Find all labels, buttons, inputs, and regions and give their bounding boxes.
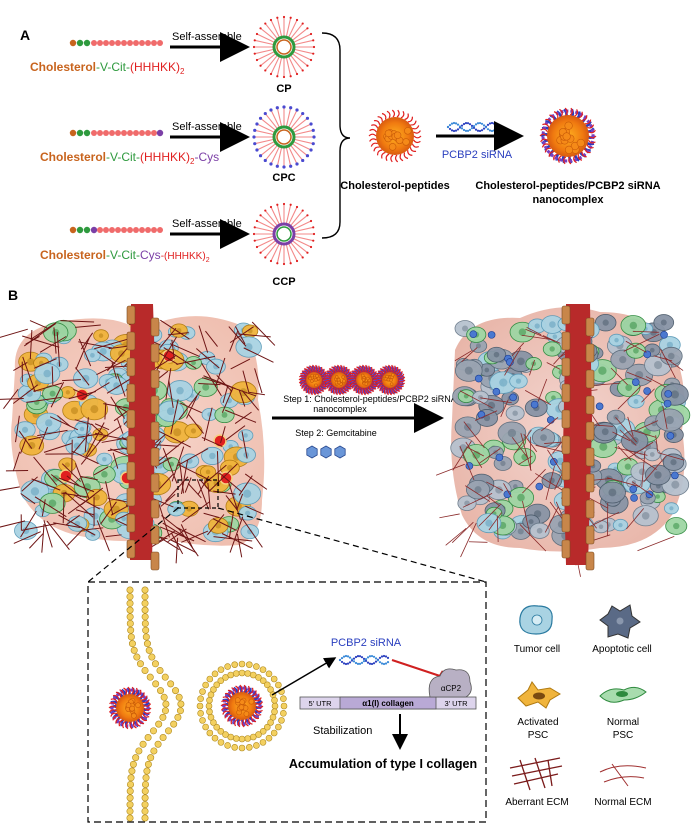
zoom-region-box (177, 479, 219, 509)
gemcitabine-icon (306, 445, 346, 459)
cholesterol-peptide-particle (368, 109, 422, 163)
nanocomplex-row (298, 364, 406, 396)
sirna-helix-icon (446, 121, 498, 133)
micelle-ccp (252, 202, 316, 266)
svg-text:PSC: PSC (528, 730, 549, 741)
micelle-label-cpc: CPC (272, 172, 295, 184)
nanocomplex-label-line2: nanocomplex (533, 194, 605, 206)
nanocomplex-label: Cholesterol-peptides/PCBP2 siRNA (475, 180, 660, 192)
sirna-helix-icon (338, 654, 390, 666)
peptide-name-cpc: Cholesterol-V-Cit-(HHHKK)2-Cys (40, 150, 219, 166)
normal-ecm-icon (599, 763, 647, 787)
endosome (196, 660, 288, 752)
panel-a-row-cp: Cholesterol-V-Cit-(HHHKK)2 Self-assemble… (30, 15, 316, 95)
mechanism-inset (87, 581, 487, 823)
release-arrow (271, 657, 337, 696)
panel-b-label: B (8, 287, 18, 303)
panel-a-row-ccp: Cholesterol-V-Cit-Cys-(HHHKK)2 Self-asse… (40, 202, 316, 288)
panel-a-row-cpc: Cholesterol-V-Cit-(HHHKK)2-Cys Self-asse… (40, 105, 316, 184)
utr5-label: 5' UTR (308, 699, 332, 708)
aberrant-ecm-legend: Aberrant ECM (505, 757, 569, 808)
svg-text:Activated: Activated (517, 717, 558, 728)
svg-text:Tumor cell: Tumor cell (514, 644, 560, 655)
svg-text:Normal: Normal (607, 717, 639, 728)
normal-ecm-legend: Normal ECM (594, 763, 652, 808)
step2-label: Step 2: Gemcitabine (295, 428, 377, 438)
untreated-tumor-tissue (0, 304, 276, 571)
micelle-label-cp: CP (276, 83, 291, 95)
step1-label: Step 1: Cholesterol-peptides/PCBP2 siRNA (283, 394, 457, 404)
mrna-bar (299, 696, 477, 710)
collagen-label: α1(I) collagen (362, 699, 414, 708)
nanocomplex-outside (108, 686, 152, 730)
inset-sirna-label: PCBP2 siRNA (331, 637, 402, 649)
svg-text:Apoptotic cell: Apoptotic cell (592, 644, 651, 655)
micelle-label-ccp: CCP (272, 276, 295, 288)
normal-psc-legend: Normal PSC (599, 686, 647, 741)
micelle-cp (252, 15, 316, 79)
utr3-label: 3' UTR (444, 699, 468, 708)
acp2-label: αCP2 (441, 684, 462, 693)
svg-text:Normal ECM: Normal ECM (594, 797, 651, 808)
apoptotic-cell-legend: Apoptotic cell (592, 604, 652, 655)
cell-membrane (126, 586, 185, 822)
peptide-name-cp: Cholesterol-V-Cit-(HHHKK)2 (30, 60, 185, 76)
step1-label-line2: nanocomplex (313, 404, 367, 414)
aberrant-ecm-icon (509, 757, 563, 791)
self-assemble-label: Self-assemble (172, 31, 242, 43)
cholesterol-peptides-label: Cholesterol-peptides (340, 180, 449, 192)
micelle-cpc (252, 105, 316, 169)
peptide-chain (69, 39, 163, 47)
collagen-accumulation-label: Accumulation of type I collagen (289, 757, 477, 771)
legend: Tumor cell Apoptotic cell Activated PSC … (505, 604, 652, 808)
treated-tumor-tissue (435, 304, 691, 577)
peptide-chain (69, 226, 163, 234)
peptide-name-ccp: Cholesterol-V-Cit-Cys-(HHHKK)2 (40, 248, 210, 264)
self-assemble-label: Self-assemble (172, 121, 242, 133)
tumor-cell-legend: Tumor cell (514, 605, 560, 655)
stabilization-label: Stabilization (313, 725, 372, 737)
self-assemble-label: Self-assemble (172, 218, 242, 230)
inhibition-line (391, 659, 441, 677)
grouping-bracket (321, 32, 351, 239)
acp2-protein (428, 668, 472, 698)
sirna-label: PCBP2 siRNA (442, 149, 513, 161)
panel-a-label: A (20, 27, 30, 43)
svg-text:PSC: PSC (613, 730, 634, 741)
activated-psc-legend: Activated PSC (517, 681, 561, 741)
svg-text:Aberrant ECM: Aberrant ECM (505, 797, 568, 808)
peptide-chain (69, 129, 164, 137)
zoom-line-right (217, 507, 487, 583)
nanocomplex-particle (539, 107, 597, 165)
